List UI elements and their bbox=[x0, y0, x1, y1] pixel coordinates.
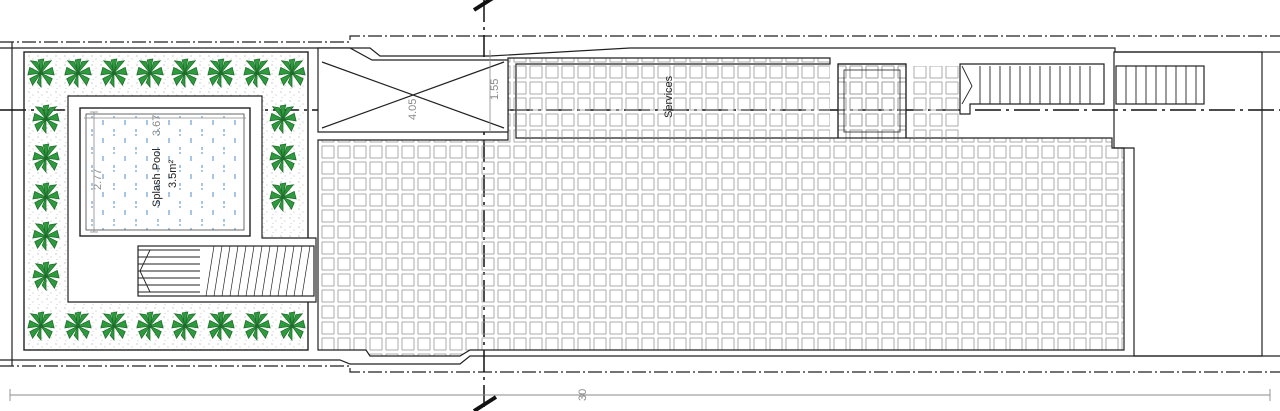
splash-pool bbox=[79, 107, 251, 237]
pool-width-dimension: 3.67 bbox=[151, 115, 163, 136]
pool-label: Splash Pool bbox=[151, 148, 163, 207]
lift-shaft bbox=[317, 47, 509, 133]
internal-staircase bbox=[959, 63, 1105, 115]
paved-strip-top bbox=[516, 64, 830, 138]
overall-dimension-label: 30 bbox=[577, 389, 589, 401]
external-staircase bbox=[137, 245, 315, 297]
paved-strip-right bbox=[912, 66, 960, 138]
shaft-dimension-a: 4.05 bbox=[407, 99, 419, 120]
service-box bbox=[837, 63, 907, 139]
pool-height-dimension: 2.77 bbox=[92, 169, 104, 190]
rear-structure bbox=[1113, 51, 1263, 357]
overall-dimension-line bbox=[9, 389, 1271, 401]
pool-area-label: 3.5m² bbox=[167, 160, 179, 188]
services-label: Services bbox=[663, 75, 675, 118]
shaft-dimension-b: 1.55 bbox=[489, 79, 501, 100]
